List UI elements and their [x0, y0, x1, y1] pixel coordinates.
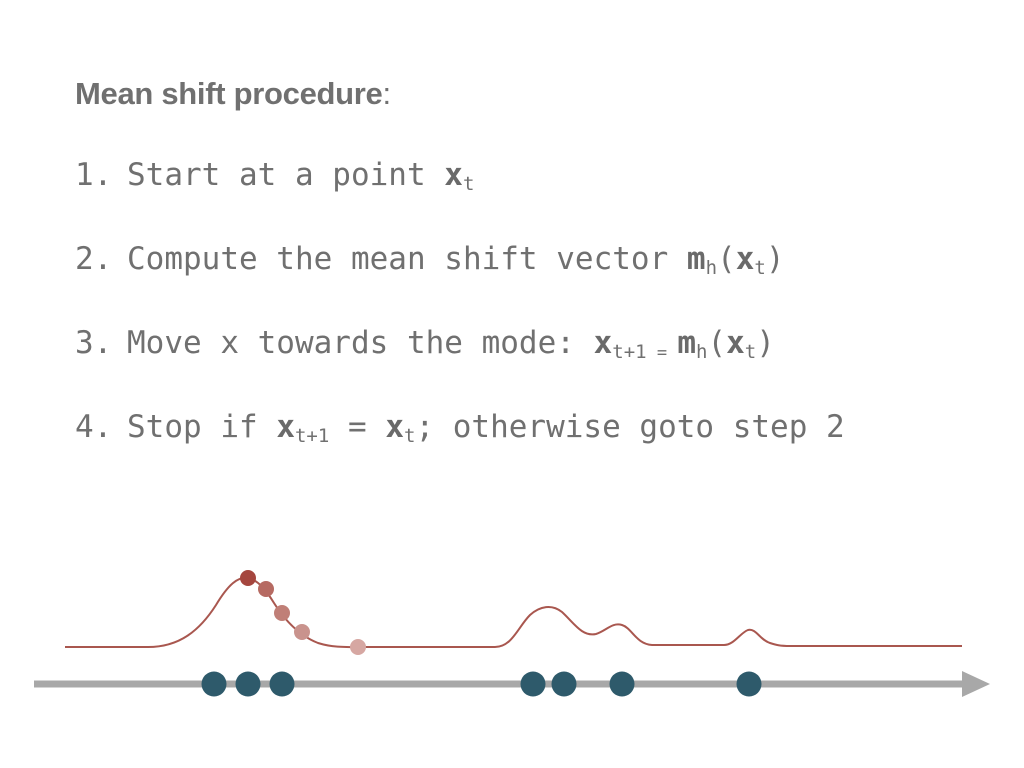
- data-point: [736, 671, 762, 697]
- step-item: 2. Compute the mean shift vector mh(xt): [75, 238, 845, 322]
- trajectory-point: [294, 624, 310, 640]
- step-number: 2.: [75, 241, 113, 277]
- data-points: [201, 671, 762, 697]
- data-point: [551, 671, 577, 697]
- step-math-symbol: x: [276, 409, 295, 445]
- x-axis-arrowhead: [962, 671, 990, 697]
- step-text: Start at a point xt: [127, 157, 475, 195]
- density-curve: [65, 576, 962, 649]
- step-math-symbol: x: [726, 325, 745, 361]
- step-text-segment: (: [707, 325, 727, 361]
- step-text-segment: ): [756, 325, 775, 361]
- step-math-symbol: x: [593, 325, 613, 361]
- step-subscript: h: [705, 257, 718, 279]
- step-subscript: t: [403, 425, 416, 447]
- step-text-segment: Compute the mean shift vector: [127, 241, 687, 277]
- step-text: Compute the mean shift vector mh(xt): [127, 241, 785, 279]
- step-subscript: t: [462, 173, 475, 195]
- step-text-segment: (: [717, 241, 736, 277]
- step-subscript: t: [744, 341, 757, 363]
- step-text-segment: =: [646, 343, 678, 363]
- data-point: [201, 671, 227, 697]
- title-colon: :: [382, 76, 392, 111]
- step-item: 3.Move x towards the mode: xt+1 = mh(xt): [75, 322, 845, 406]
- data-point: [609, 671, 635, 697]
- step-subscript: h: [695, 341, 708, 363]
- slide-title: Mean shift procedure:: [75, 76, 391, 112]
- step-math-symbol: m: [677, 325, 696, 361]
- step-item: 4.Stop if xt+1 = xt; otherwise goto step…: [75, 406, 845, 490]
- step-text-segment: Start at a point: [127, 157, 445, 193]
- trajectory-point: [240, 570, 256, 586]
- step-subscript: t+1: [294, 425, 330, 447]
- step-math-symbol: x: [444, 157, 463, 193]
- trajectory-point: [350, 639, 366, 655]
- step-subscript: t+1: [612, 341, 647, 363]
- step-number: 4.: [75, 409, 113, 445]
- data-point: [269, 671, 295, 697]
- step-number: 3.: [75, 325, 113, 361]
- data-point: [235, 671, 261, 697]
- step-text: Move x towards the mode: xt+1 = mh(xt): [127, 325, 775, 363]
- trajectory-point: [274, 605, 290, 621]
- mean-shift-trajectory: [240, 570, 366, 655]
- step-text-segment: ): [765, 241, 785, 277]
- step-subscript: t: [754, 257, 766, 279]
- step-text-segment: ; otherwise goto step 2: [415, 409, 845, 445]
- data-point: [520, 671, 546, 697]
- title-text: Mean shift procedure: [75, 76, 383, 111]
- step-text-segment: =: [329, 409, 386, 445]
- step-number: 1.: [75, 157, 113, 193]
- step-math-symbol: x: [385, 409, 404, 445]
- trajectory-point: [258, 581, 274, 597]
- step-math-symbol: m: [686, 241, 706, 277]
- step-text-segment: Stop if: [127, 409, 277, 445]
- step-math-symbol: x: [735, 241, 755, 277]
- step-item: 1. Start at a point xt: [75, 154, 845, 238]
- step-text-segment: Move x towards the mode:: [127, 325, 594, 361]
- step-text: Stop if xt+1 = xt; otherwise goto step 2: [127, 409, 845, 447]
